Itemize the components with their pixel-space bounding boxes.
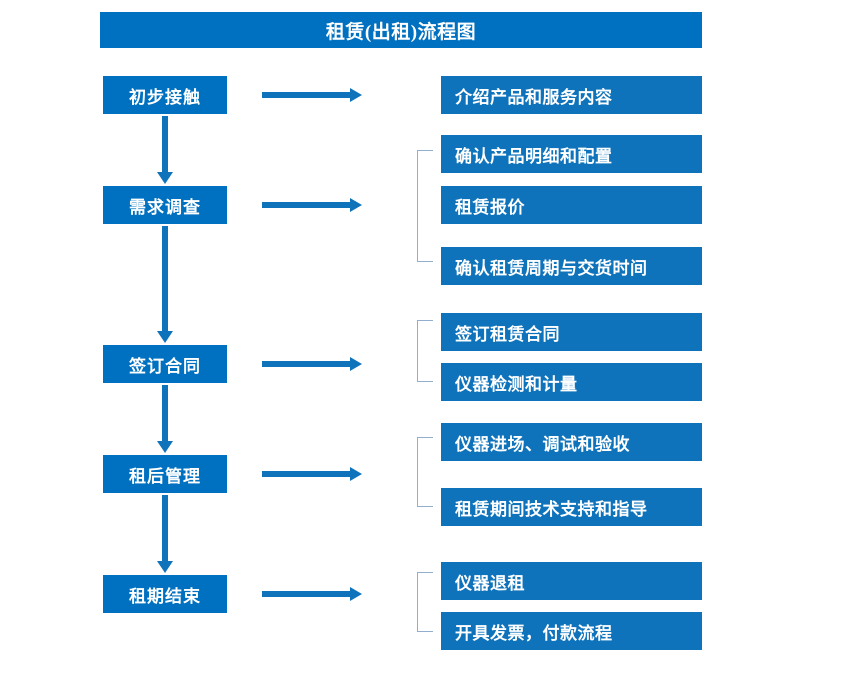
detail-box-sign-rental-contract[interactable]: 签订租赁合同 — [441, 313, 702, 351]
group-bracket-post-rental-management — [417, 437, 433, 507]
detail-box-technical-support[interactable]: 租赁期间技术支持和指导 — [441, 488, 702, 526]
down-arrow-icon-contract-to-management — [156, 385, 174, 453]
detail-box-rental-quotation[interactable]: 租赁报价 — [441, 186, 702, 224]
stage-box-needs-survey[interactable]: 需求调查 — [103, 186, 227, 224]
detail-box-confirm-product-details[interactable]: 确认产品明细和配置 — [441, 135, 702, 173]
down-arrow-icon-initial-to-needs — [156, 116, 174, 184]
stage-box-sign-contract[interactable]: 签订合同 — [103, 345, 227, 383]
right-arrow-icon-needs-survey — [262, 196, 362, 214]
right-arrow-icon-sign-contract — [262, 355, 362, 373]
right-arrow-icon-rental-end — [262, 585, 362, 603]
detail-box-instrument-entry-commissioning[interactable]: 仪器进场、调试和验收 — [441, 423, 702, 461]
stage-box-rental-end[interactable]: 租期结束 — [103, 575, 227, 613]
right-arrow-icon-post-rental-management — [262, 465, 362, 483]
stage-box-initial-contact[interactable]: 初步接触 — [103, 76, 227, 114]
stage-box-post-rental-management[interactable]: 租后管理 — [103, 455, 227, 493]
right-arrow-icon-initial-contact — [262, 86, 362, 104]
detail-box-invoice-payment[interactable]: 开具发票，付款流程 — [441, 612, 702, 650]
down-arrow-icon-management-to-end — [156, 495, 174, 573]
down-arrow-icon-needs-to-contract — [156, 226, 174, 343]
detail-box-instrument-return[interactable]: 仪器退租 — [441, 562, 702, 600]
detail-box-confirm-rental-period[interactable]: 确认租赁周期与交货时间 — [441, 247, 702, 285]
group-bracket-sign-contract — [417, 320, 433, 382]
page-title: 租赁(出租)流程图 — [100, 12, 702, 48]
group-bracket-needs-survey — [417, 150, 433, 262]
group-bracket-rental-end — [417, 572, 433, 632]
detail-box-instrument-inspection[interactable]: 仪器检测和计量 — [441, 363, 702, 401]
detail-box-introduce-products[interactable]: 介绍产品和服务内容 — [441, 76, 702, 114]
